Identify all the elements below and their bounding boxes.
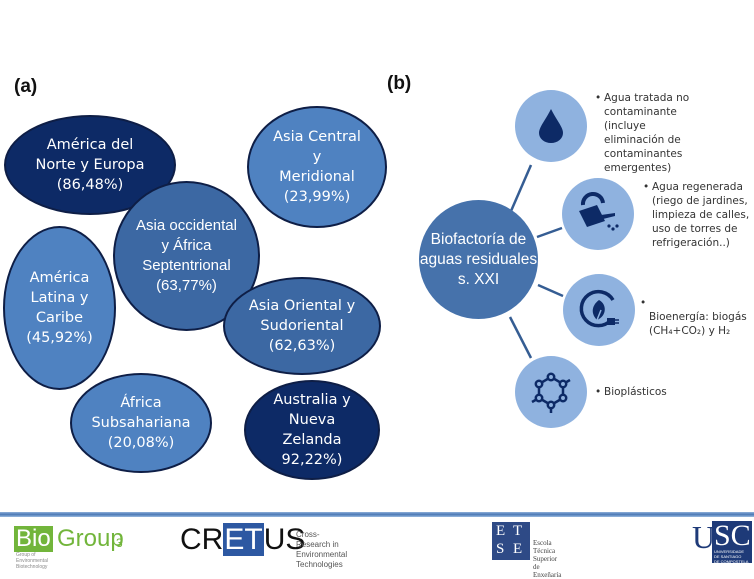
cretus-subtitle: Cross-Research in Environmental Technolo… xyxy=(296,530,348,569)
node-treated-water xyxy=(515,90,587,162)
cretus-et: ET xyxy=(223,523,264,556)
region-label: Asia Oriental y Sudoriental (62,63%) xyxy=(248,298,356,354)
node-bioenergy xyxy=(563,274,635,346)
etse-emblem: E T S E xyxy=(492,522,530,560)
usc-box: SC UNIVERSIDADE DE SANTIAGO DE COMPOSTEL… xyxy=(712,519,752,564)
cretus-wordmark: CRETUS xyxy=(180,523,306,556)
etse-letter: T xyxy=(513,523,523,539)
connector-line xyxy=(506,164,533,219)
usc-subtitle: UNIVERSIDADE DE SANTIAGO DE COMPOSTELA xyxy=(714,549,749,564)
region-central-south-asia: Asia Central y Meridional (23,99%) xyxy=(247,106,387,228)
region-label: Asia occidental y África Septentrional (… xyxy=(136,217,237,294)
connector-line xyxy=(537,283,564,298)
panel-b-label: (b) xyxy=(387,73,412,94)
connector-line xyxy=(508,316,533,359)
biofactory-hub: Biofactoría de aguas residuales s. XXI xyxy=(419,200,538,319)
region-label: África Subsahariana (20,08%) xyxy=(91,395,191,451)
watering-can-icon xyxy=(579,192,619,231)
bioenergy-title: Bioenergía: biogás xyxy=(649,311,747,323)
biogroup-sup: 3 xyxy=(116,536,123,550)
biogroup-bio: Bio xyxy=(14,525,53,552)
connector-lines xyxy=(506,164,564,359)
cretus-cr: CR xyxy=(180,523,224,556)
connector-line xyxy=(536,226,563,239)
region-label: Australia y Nueva Zelanda 92,22%) xyxy=(273,392,351,468)
region-label: América del Norte y Europa (86,48%) xyxy=(35,137,145,193)
node-regenerated-water xyxy=(562,178,634,250)
bioenergy-formula: (CH₄+CO₂) y H₂ xyxy=(649,325,731,337)
etse-letter: E xyxy=(513,541,523,557)
molecule-icon xyxy=(531,372,571,413)
region-sub-saharan-africa: África Subsahariana (20,08%) xyxy=(70,373,212,473)
region-latin-america-caribbean: América Latina y Caribe (45,92%) xyxy=(3,226,116,390)
biogroup-group: Group xyxy=(57,525,124,552)
etse-letter: S xyxy=(496,541,505,557)
hub-label: Biofactoría de aguas residuales s. XXI xyxy=(419,230,538,288)
region-label: América Latina y Caribe (45,92%) xyxy=(26,270,93,346)
water-drop-icon xyxy=(539,109,563,143)
region-east-southeast-asia: Asia Oriental y Sudoriental (62,63%) xyxy=(223,277,381,375)
bioenergy-leaf-plug-icon xyxy=(579,289,619,328)
etse-letter: E xyxy=(496,523,506,539)
node-bioplastics xyxy=(515,356,587,428)
footer-divider xyxy=(0,512,754,517)
etse-subtitle: Escola Técnica Superior de Enxeñaría xyxy=(533,539,562,579)
node-bioplastics-text: Bioplásticos xyxy=(595,385,667,399)
node-regenerated-water-text: Agua regenerada (riego de jardines, limp… xyxy=(643,180,749,250)
usc-u: U xyxy=(692,519,716,555)
usc-sc: SC xyxy=(714,519,751,552)
biogroup-subtitle: Group of Environmental Biotechnology xyxy=(16,552,48,570)
region-australia-new-zealand: Australia y Nueva Zelanda 92,22%) xyxy=(244,380,380,480)
node-bioenergy-text: Bioenergía: biogás (CH₄+CO₂) y H₂ xyxy=(640,296,747,352)
panel-a-label: (a) xyxy=(14,76,38,97)
cretus-us: US xyxy=(263,523,306,556)
region-label: Asia Central y Meridional (23,99%) xyxy=(273,129,361,205)
node-treated-water-text: Agua tratada no contaminante (incluye el… xyxy=(595,91,689,175)
